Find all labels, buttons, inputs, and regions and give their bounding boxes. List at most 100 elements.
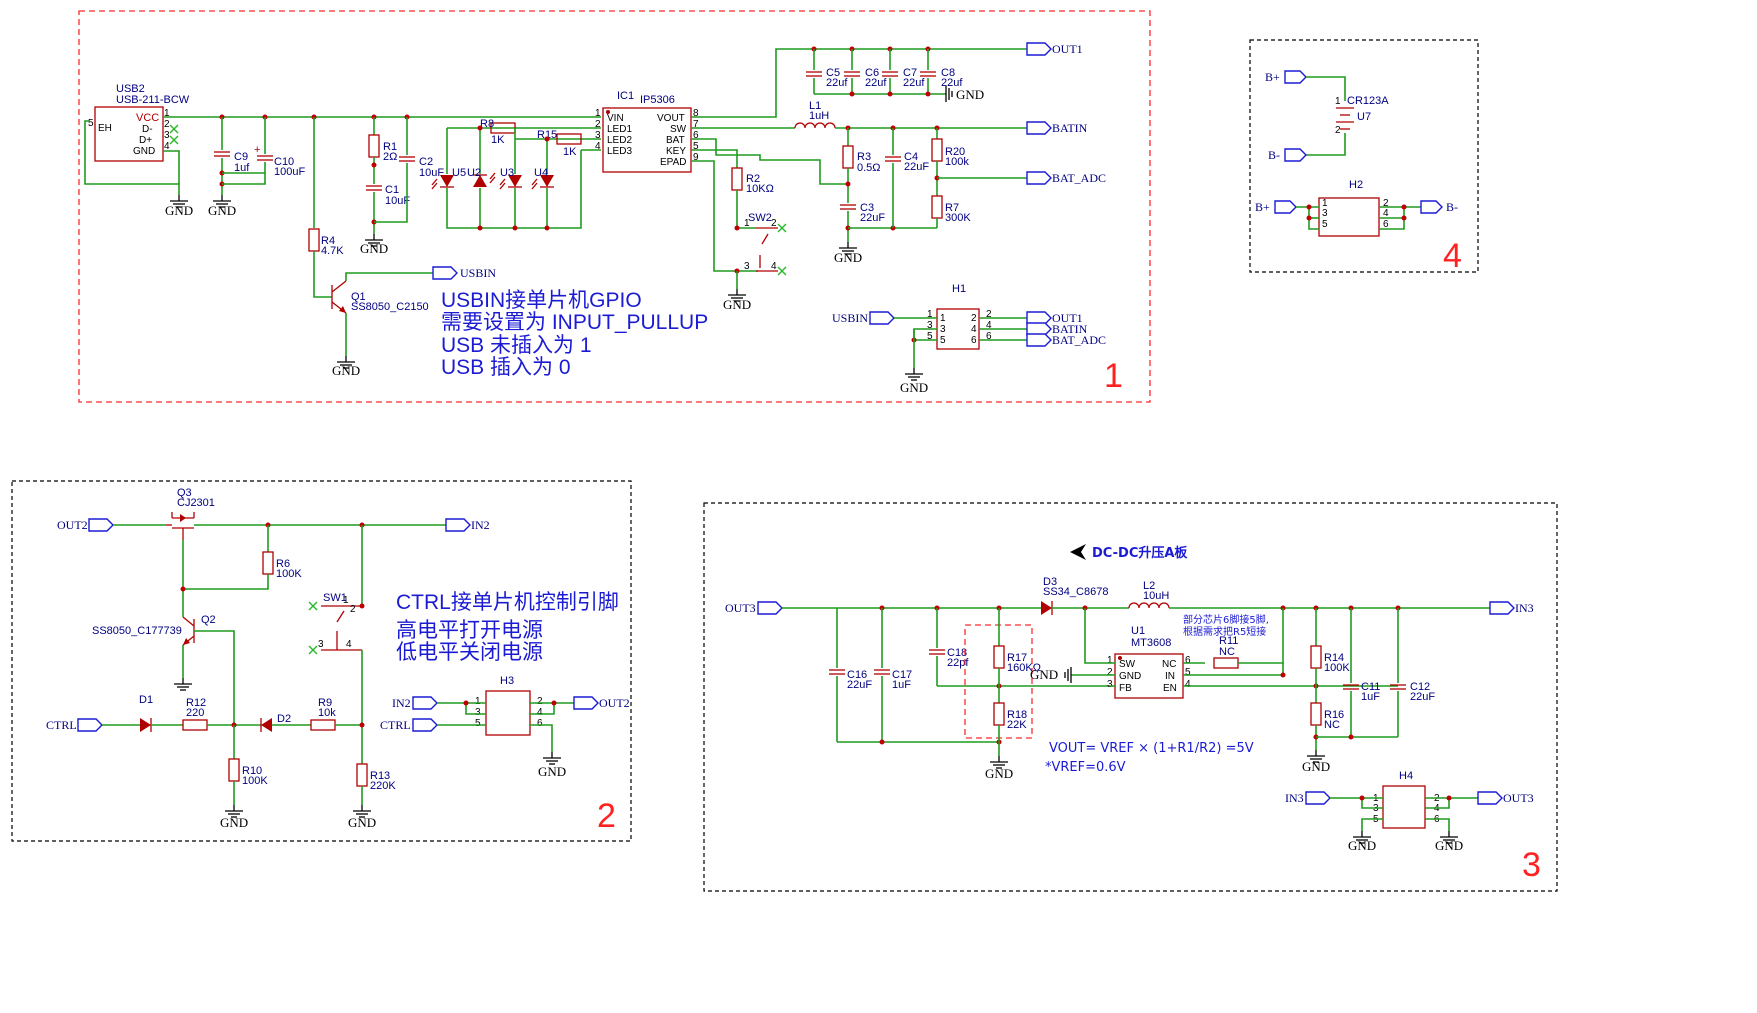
- ic1-pin-vout: VOUT: [657, 113, 685, 124]
- in3-net-flag: [1489, 601, 1515, 615]
- sw1-pin: 1: [343, 595, 349, 606]
- block-3-boost: 3 DC-DC升压A板 OUT3 D3 SS34_C8678 L2 10uH I…: [703, 502, 1558, 892]
- r6-value: 100K: [276, 568, 302, 580]
- h1-pin: 1: [927, 309, 933, 320]
- usbin-net-flag: [869, 311, 895, 325]
- usb-pin-dminus: D-: [142, 124, 153, 135]
- bplus-net-flag: [1284, 70, 1307, 84]
- r14-ref: R14: [1324, 652, 1344, 664]
- c5-value: 22uf: [826, 77, 848, 89]
- u1-pin-fb: FB: [1119, 683, 1132, 694]
- out1-net-flag: [1026, 311, 1052, 325]
- r12-value: 220: [186, 707, 204, 719]
- h1-pin: 2: [986, 309, 992, 320]
- out3-net-flag: [1477, 791, 1503, 805]
- nc-marker: [169, 124, 179, 134]
- c1-capacitor: [365, 185, 383, 191]
- block-1-charger: 1 USB2 USB-211-BCW VCC D- D+ GND EH 1 2 …: [78, 10, 1151, 403]
- u1-pin-sw: SW: [1119, 659, 1136, 670]
- r7-resistor: [931, 195, 943, 219]
- h3-header: [485, 690, 531, 736]
- h4-ref: H4: [1399, 770, 1413, 782]
- out1-net-label: OUT1: [1052, 311, 1083, 325]
- usb-pin-vcc: VCC: [136, 112, 159, 124]
- ctrl-net-label: CTRL: [380, 718, 411, 732]
- u7-ref: U7: [1357, 111, 1371, 123]
- c17-ref: C17: [892, 669, 912, 681]
- q1-ref: Q1: [351, 291, 366, 303]
- h2-pin: 3: [1322, 208, 1328, 219]
- c9-ref: C9: [234, 151, 248, 163]
- l1-value: 1uH: [809, 110, 829, 122]
- gnd-label: GND: [834, 250, 862, 265]
- block-1-number: 1: [1104, 357, 1123, 395]
- d3-ref: D3: [1043, 576, 1057, 588]
- gnd-label: GND: [220, 815, 248, 830]
- out3-net-label: OUT3: [725, 601, 756, 615]
- bminus-net-label: B-: [1268, 148, 1280, 162]
- batadc-net-label: BAT_ADC: [1052, 333, 1106, 347]
- r2-ref: R2: [746, 173, 760, 185]
- r6-resistor: [262, 551, 274, 575]
- r12-resistor: [182, 719, 208, 731]
- vref-text: *VREF=0.6V: [1045, 760, 1126, 775]
- h1-ref: H1: [952, 283, 966, 295]
- c4-ref: C4: [904, 151, 918, 163]
- ic1-pinnum: 9: [693, 152, 699, 163]
- gnd-label: GND: [332, 363, 360, 378]
- sw2-pin: 1: [744, 218, 750, 229]
- gnd-symbol: [173, 677, 193, 691]
- r20-resistor: [931, 138, 943, 162]
- out1-net-flag: [1026, 42, 1052, 56]
- h2-pin: 5: [1322, 219, 1328, 230]
- bminus-net-flag: [1284, 148, 1307, 162]
- c16-ref: C16: [847, 669, 867, 681]
- q2-ref: Q2: [201, 614, 216, 626]
- usb-pinnum-5: 5: [88, 118, 94, 129]
- gnd-label: GND: [1348, 838, 1376, 853]
- usb-pin-eh: EH: [98, 123, 112, 134]
- ic1-pin-epad: EPAD: [660, 157, 687, 168]
- c5-ref: C5: [826, 67, 840, 79]
- ic1-pinnum: 6: [693, 130, 699, 141]
- ic1-pinnum: 3: [595, 130, 601, 141]
- c5-capacitor: [805, 71, 823, 77]
- out2-net-flag: [573, 696, 599, 710]
- q1-value: SS8050_C2150: [351, 301, 429, 313]
- ic1-pinnum: 1: [595, 108, 601, 119]
- usbin-net-label: USBIN: [460, 266, 496, 280]
- r11-value: NC: [1219, 646, 1235, 658]
- ic1-pin-sw: SW: [670, 124, 687, 135]
- r6-ref: R6: [276, 558, 290, 570]
- ic1-pinnum: 7: [693, 119, 699, 130]
- block-4-frame: [1249, 39, 1479, 273]
- block-3-frame: [703, 502, 1558, 892]
- r17-value: 160KΩ: [1007, 662, 1041, 674]
- h3-pin: 2: [537, 696, 543, 707]
- block-1-note-line: USB 插入为 0: [441, 356, 571, 379]
- gnd-label: GND: [1302, 759, 1330, 774]
- formula-text: VOUT= VREF × (1+R1/R2) =5V: [1049, 741, 1254, 756]
- sw1-ref: SW1: [323, 592, 347, 604]
- batin-net-flag: [1026, 121, 1052, 135]
- r11-ref: R11: [1219, 635, 1238, 647]
- h3-pin: 6: [537, 718, 543, 729]
- ic1-pin-led3: LED3: [607, 146, 632, 157]
- r9-value: 10k: [318, 707, 336, 719]
- gnd-label: GND: [985, 766, 1013, 781]
- l2-inductor: [1128, 602, 1170, 609]
- block-1-note-line: 需要设置为 INPUT_PULLUP: [441, 311, 708, 334]
- out2-net-label: OUT2: [57, 518, 88, 532]
- h2-ref: H2: [1349, 179, 1363, 191]
- sw2-pin: 4: [771, 261, 777, 272]
- ic1-value: IP5306: [640, 94, 675, 106]
- r3-resistor: [842, 145, 854, 169]
- u1-pinnum: 6: [1185, 655, 1191, 666]
- c1-value: 10uF: [385, 195, 410, 207]
- batadc-net-flag: [1026, 171, 1052, 185]
- r16-resistor: [1310, 702, 1322, 726]
- c11-ref: C11: [1361, 681, 1380, 693]
- sw1-pin: 2: [350, 604, 356, 615]
- c9-value: 1uf: [234, 162, 250, 174]
